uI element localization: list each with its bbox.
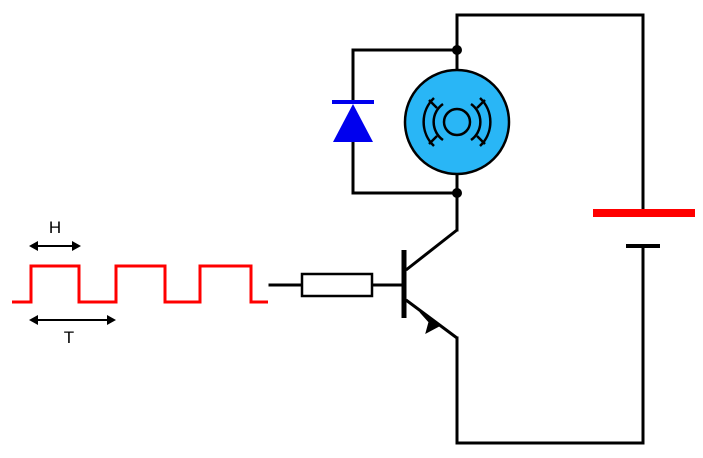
high-time-label: H [49,218,61,237]
high-time-arrow [29,241,81,251]
period-arrow [29,315,116,325]
period-label: T [64,328,74,347]
circuit-wires [268,13,645,445]
diode-icon [332,100,374,142]
npn-transistor-icon [401,228,458,340]
pwm-signal-wave [12,264,268,304]
junction-dot-top [452,45,462,55]
resistor-icon [300,272,374,298]
battery-icon [593,209,695,248]
junction-dot-bottom [452,188,462,198]
motor-icon [403,68,511,176]
